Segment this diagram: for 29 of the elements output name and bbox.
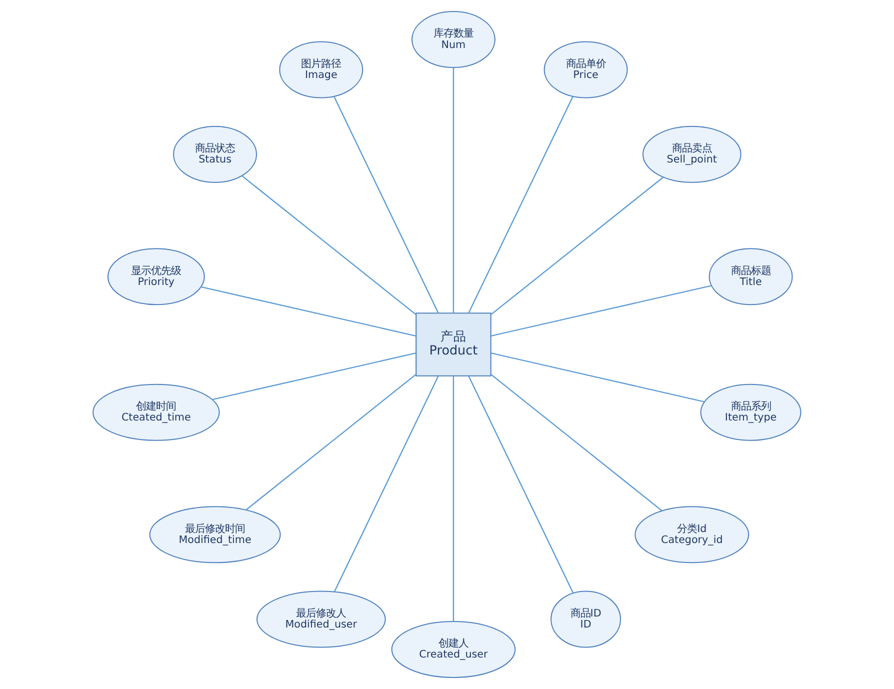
node-ellipse: 商品状态 Status	[173, 126, 258, 183]
node-ellipse: 图片路径 Image	[279, 41, 364, 98]
connector	[334, 96, 439, 314]
connector	[334, 376, 439, 592]
node-ellipse: 库存数量 Num	[411, 11, 496, 68]
node-ellipse: 商品单价 Price	[544, 41, 628, 98]
connector	[468, 96, 574, 314]
connector	[452, 68, 454, 314]
connector	[490, 285, 712, 336]
connector	[242, 175, 416, 316]
connector	[212, 352, 416, 400]
node-ellipse: 分类Id Category_id	[634, 506, 750, 564]
node-ellipse: 最后修改时间 Modified_time	[149, 506, 281, 564]
node-ellipse: 商品卖点 Sell_point	[642, 126, 742, 183]
connector	[490, 374, 662, 512]
node-ellipse: 最后修改人 Modified_user	[256, 590, 386, 648]
node-ellipse: 商品系列 Item_type	[700, 384, 802, 441]
node-ellipse: 显示优先级 Priority	[107, 248, 205, 306]
node-ellipse: 创建人 Created_user	[391, 620, 516, 678]
node-box: 产品 Product	[416, 312, 492, 376]
connector	[246, 374, 416, 510]
node-ellipse: 创建时间 Cteated_time	[92, 384, 220, 441]
connector	[201, 286, 416, 336]
node-ellipse: 商品ID ID	[550, 590, 622, 648]
connector	[452, 376, 454, 622]
node-ellipse: 商品标题 Title	[708, 248, 793, 306]
connector	[490, 176, 664, 316]
connector	[490, 352, 705, 402]
connector	[468, 376, 574, 594]
